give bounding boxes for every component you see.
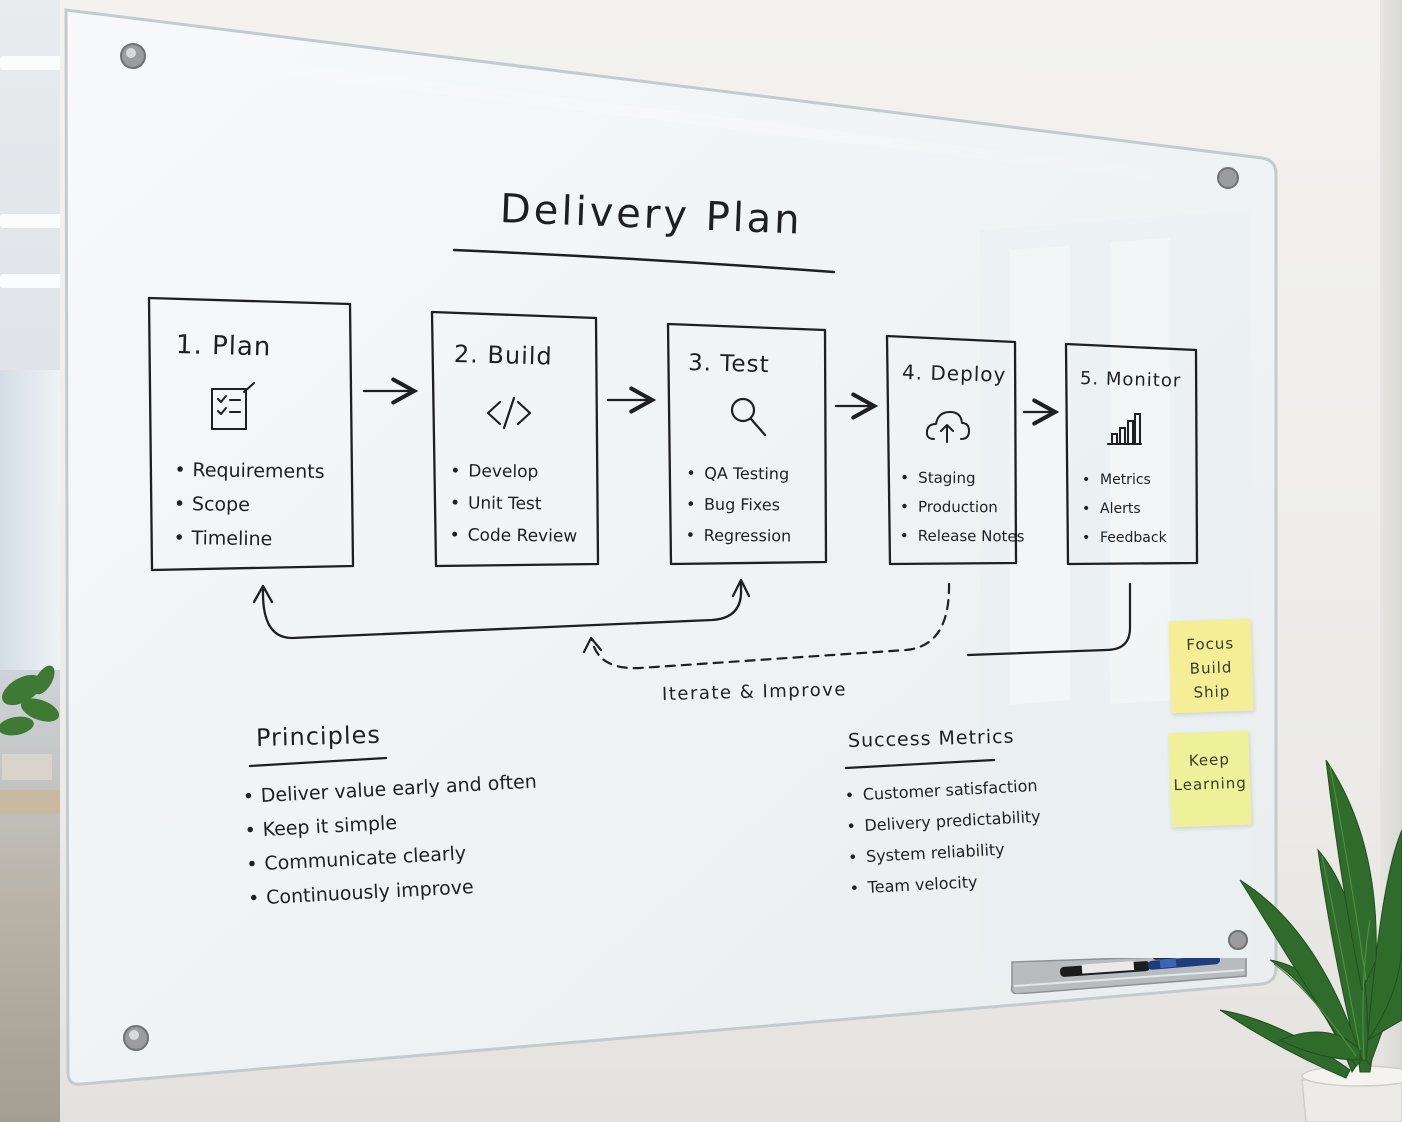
ceiling-light [0, 274, 70, 288]
metrics-title: Success Metrics [847, 725, 1015, 752]
principles-underline [248, 756, 388, 768]
step-items-plan: Requirements Scope Timeline [173, 453, 325, 557]
list-item: Timeline [173, 521, 324, 557]
cloud-upload-icon [925, 411, 970, 443]
step-box-monitor [1064, 342, 1199, 566]
checklist-icon [211, 382, 255, 430]
potted-plant [1219, 760, 1402, 1122]
sticky-note-text: Focus [1186, 634, 1235, 654]
sticky-note-text: Ship [1193, 682, 1231, 702]
step-box-build [430, 310, 600, 568]
ceiling-light [0, 214, 70, 228]
wall-edge [1380, 0, 1402, 1122]
step-title-monitor: 5. Monitor [1079, 368, 1182, 392]
list-item: Scope [174, 487, 325, 523]
step-items-build: Develop Unit Test Code Review [450, 455, 579, 552]
metrics-underline [844, 758, 996, 770]
title-underline [452, 248, 836, 274]
list-item: Staging [900, 464, 1025, 494]
list-item: Feedback [1082, 524, 1167, 553]
list-item: Code Review [450, 519, 578, 552]
loop-arrow-dashed [590, 582, 951, 670]
principles-list: Deliver value early and often Keep it si… [242, 765, 543, 916]
step-title-test: 3. Test [687, 350, 770, 379]
marker-pen-black [1060, 960, 1150, 977]
monitor-return-line [966, 582, 1132, 657]
step-box-test [666, 322, 828, 566]
step-title-deploy: 4. Deploy [901, 360, 1007, 387]
marker-tray [1010, 958, 1247, 994]
step-title-build: 2. Build [453, 340, 554, 371]
list-item: Regression [686, 520, 792, 552]
metrics-list: Customer satisfaction Delivery predictab… [844, 770, 1045, 904]
code-icon [486, 396, 532, 430]
list-item: Metrics [1082, 466, 1167, 495]
list-item: Requirements [174, 453, 325, 489]
step-items-test: QA Testing Bug Fixes Regression [686, 458, 792, 552]
bar-chart-icon [1107, 413, 1142, 445]
step-title-plan: 1. Plan [175, 330, 272, 363]
standoff-bolt [1217, 167, 1239, 189]
list-item: QA Testing [686, 458, 792, 490]
step-items-deploy: Staging Production Release Notes [900, 464, 1025, 552]
list-item: Production [900, 493, 1025, 523]
loop-arrow-solid [261, 580, 743, 640]
principles-title: Principles [255, 720, 382, 752]
list-item: Develop [450, 455, 578, 488]
step-box-plan [147, 296, 355, 572]
list-item: Alerts [1082, 495, 1167, 524]
standoff-bolt [1228, 930, 1248, 950]
sticky-note: Focus Build Ship [1168, 618, 1254, 714]
step-box-deploy [885, 334, 1018, 566]
step-items-monitor: Metrics Alerts Feedback [1082, 466, 1167, 553]
list-item: Release Notes [900, 522, 1025, 552]
sticky-note-text: Build [1189, 658, 1233, 678]
marker-pen-blue [1148, 958, 1220, 970]
background-plant [0, 665, 60, 780]
list-item: Unit Test [450, 487, 578, 520]
list-item: Bug Fixes [686, 489, 792, 521]
magnifier-icon [730, 397, 767, 437]
ceiling-light [0, 56, 70, 70]
